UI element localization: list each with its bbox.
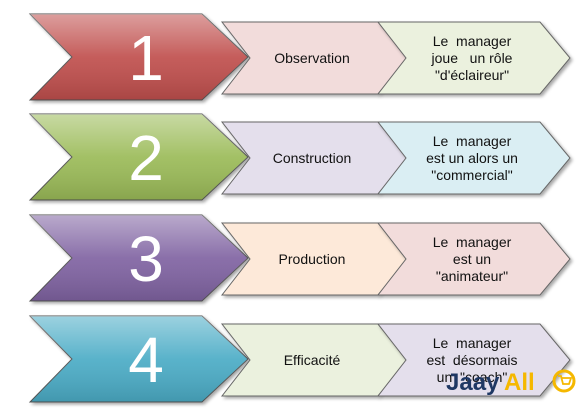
description-line: "commercial" [431, 167, 513, 183]
number-chevron-gloss [30, 14, 248, 100]
description-chevron [376, 323, 571, 397]
description-chevron [376, 21, 571, 95]
cart-icon-glyph [558, 375, 573, 385]
stage-label: Production [279, 251, 346, 267]
stage-label: Construction [273, 150, 352, 166]
stage-label: Efficacité [284, 352, 341, 368]
cart-icon [552, 369, 576, 393]
number-chevron-gloss [30, 114, 248, 200]
stage-label: Observation [274, 50, 349, 66]
logo-text-dark: Jaay [446, 369, 500, 396]
number-chevron-gloss [30, 215, 248, 301]
step-number: 3 [128, 223, 164, 295]
description-line: "d'éclaireur" [435, 67, 509, 83]
number-chevron-gloss [30, 316, 248, 402]
description-line: est désormais [426, 352, 517, 368]
jaayall-logo: Jaay All [444, 364, 579, 400]
step-number: 2 [128, 122, 164, 194]
step-number: 4 [128, 324, 164, 396]
description-chevron [376, 222, 571, 296]
step-number: 1 [128, 22, 164, 94]
description-line: "animateur" [436, 268, 508, 284]
description-line: Le manager [433, 335, 512, 351]
description-line: est un [453, 251, 491, 267]
description-line: Le manager [433, 33, 512, 49]
logo-text-accent: All [504, 369, 535, 396]
description-line: un "coach" [437, 369, 508, 385]
description-line: Le manager [433, 133, 512, 149]
description-line: Le manager [433, 234, 512, 250]
description-line: joue un rôle [431, 50, 513, 66]
description-chevron [376, 121, 571, 195]
description-line: est un alors un [426, 150, 518, 166]
